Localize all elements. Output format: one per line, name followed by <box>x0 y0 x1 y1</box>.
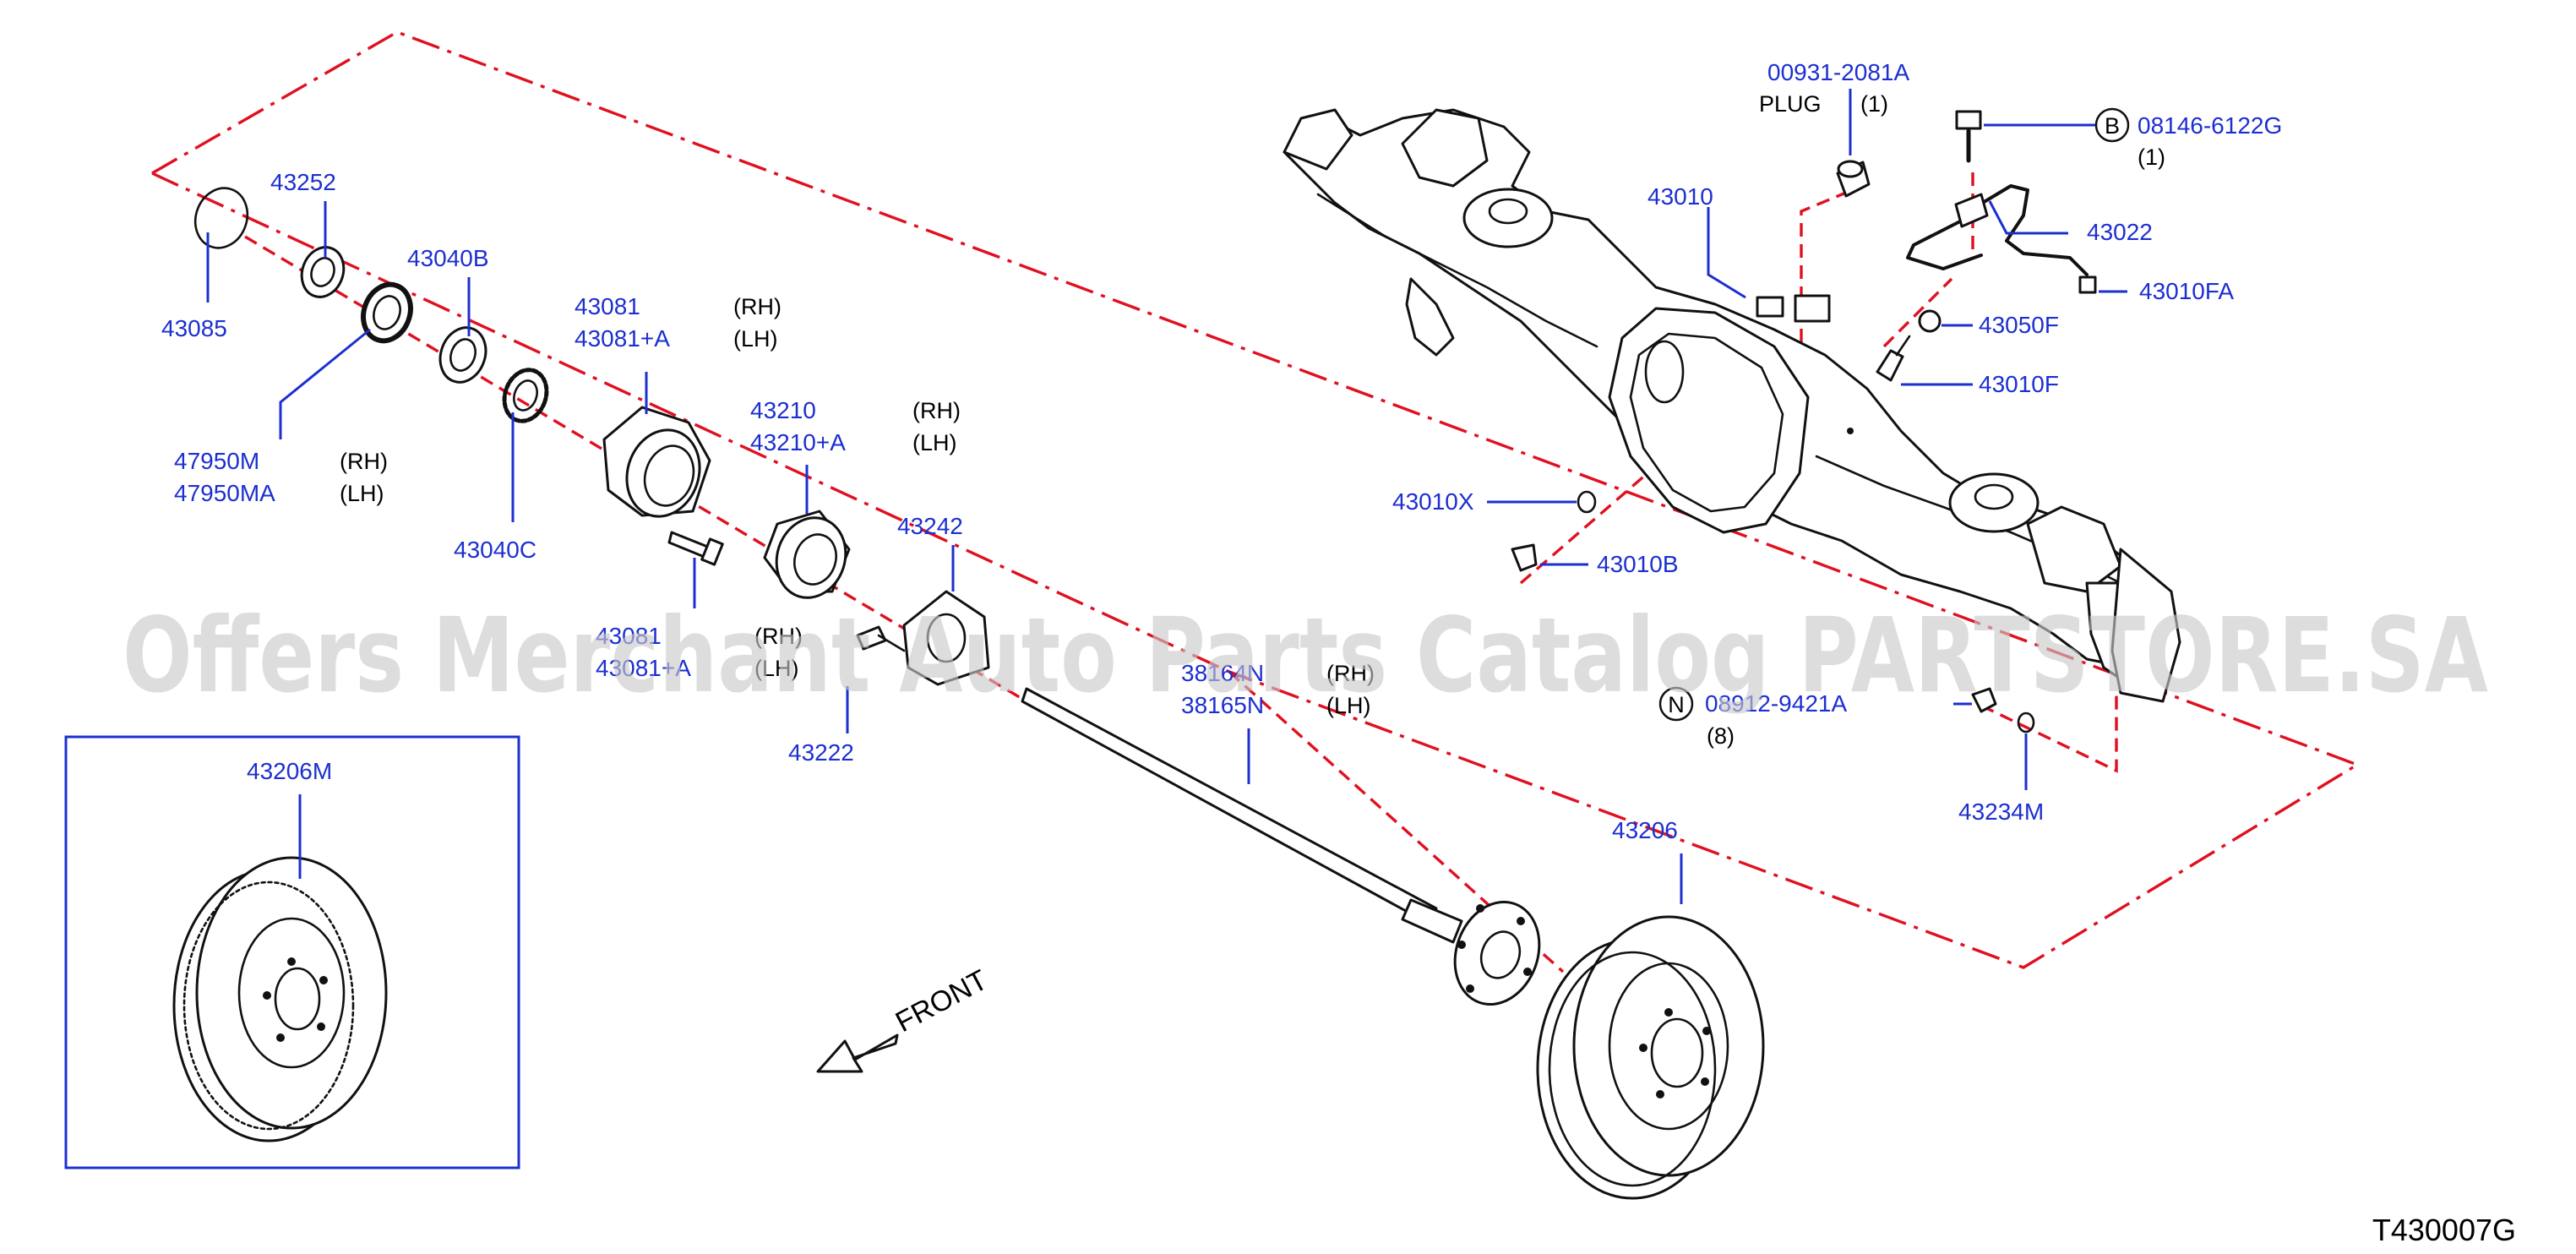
lock-washer-43040C <box>502 368 549 423</box>
bolt-43081-2 <box>667 531 724 566</box>
circle-b-letter: B <box>2105 113 2120 139</box>
assembly-boundary <box>151 30 2361 969</box>
label-43040B: 43040B <box>407 245 489 271</box>
watermark: Offers Merchant Auto Parts Catalog PARTS… <box>123 596 2488 716</box>
nut-08912 <box>1971 687 1997 713</box>
front-arrow-icon <box>816 1033 899 1073</box>
circle-b-symbol: B <box>2094 107 2130 143</box>
label-43081: 43081 <box>575 293 640 319</box>
label-08912-9421A: 08912-9421A <box>1705 690 1847 717</box>
label-43234M: 43234M <box>1958 799 2044 825</box>
label-43081-lh: (LH) <box>733 326 778 352</box>
label-43081-a: 43081+A <box>575 325 670 352</box>
label-43081-rh: (RH) <box>733 294 782 319</box>
label-43010B: 43010B <box>1597 551 1679 577</box>
oil-seal-47950M <box>361 281 413 344</box>
label-43010FA: 43010FA <box>2139 278 2234 304</box>
label-38164N-rh: (RH) <box>1326 661 1375 686</box>
plug-43010B <box>1511 543 1538 572</box>
label-43022: 43022 <box>2087 219 2153 245</box>
label-43210-lh: (LH) <box>912 430 957 455</box>
diagram-code: T430007G <box>2372 1213 2516 1247</box>
label-43252: 43252 <box>270 169 336 195</box>
bolt-43010FA <box>2078 275 2097 294</box>
label-47950MA: 47950MA <box>174 480 275 506</box>
label-47950M-rh: (RH) <box>340 449 388 474</box>
label-43210: 43210 <box>750 397 816 423</box>
leader-lines <box>206 89 2127 904</box>
label-08146-6122G: 08146-6122G <box>2138 112 2282 139</box>
label-38164N: 38164N <box>1181 660 1264 686</box>
washer-43010X <box>1577 490 1597 514</box>
circle-n-symbol: N <box>1658 686 1694 722</box>
breather-hose-43022 <box>1906 184 2089 276</box>
circle-n-letter: N <box>1668 692 1685 717</box>
bolt-43222 <box>856 625 906 652</box>
o-ring-43085 <box>193 187 249 249</box>
plug-00931 <box>1836 160 1871 198</box>
washer-43234M <box>2017 712 2035 733</box>
label-47950M: 47950M <box>174 448 259 474</box>
label-43222: 43222 <box>788 739 854 766</box>
inset-box <box>64 735 520 1169</box>
label-43242: 43242 <box>897 513 963 539</box>
label-43010X: 43010X <box>1392 488 1474 515</box>
bolt-43010F <box>1876 335 1911 382</box>
housing-43081 <box>602 406 711 518</box>
label-00931-2081A: 00931-2081A <box>1767 59 1909 85</box>
label-43081-bolt-rh: (RH) <box>754 624 803 649</box>
part-labels: 43085 43252 43040B 47950M 47950MA 43040C… <box>161 59 2282 843</box>
label-43010: 43010 <box>1647 183 1713 210</box>
side-labels: (RH) (LH) (RH) (LH) (RH) (LH) (RH) (LH) … <box>340 91 2165 749</box>
label-43040C: 43040C <box>454 537 536 563</box>
seal-43252 <box>300 246 346 298</box>
label-38165N-lh: (LH) <box>1326 693 1371 718</box>
label-plug: PLUG <box>1759 91 1822 117</box>
connector-43050F <box>1918 309 1942 333</box>
disc-rotor-43206M <box>172 856 388 1142</box>
label-38165N: 38165N <box>1181 692 1264 718</box>
bearing-43210 <box>763 510 851 599</box>
label-08912-qty: (8) <box>1707 723 1735 749</box>
label-43010F: 43010F <box>1979 371 2059 397</box>
bolt-08146 <box>1955 110 1982 163</box>
label-plug-qty: (1) <box>1860 91 1888 117</box>
label-43081-bolt-lh: (LH) <box>754 656 799 681</box>
plate-43242 <box>902 590 990 686</box>
label-43050F: 43050F <box>1979 312 2059 338</box>
label-08146-qty: (1) <box>2138 144 2165 170</box>
brake-drum-43206 <box>1536 915 1765 1200</box>
label-43206: 43206 <box>1612 817 1678 843</box>
label-43210-rh: (RH) <box>912 398 961 423</box>
axle-shaft-38164N <box>1021 687 1541 1006</box>
label-47950MA-lh: (LH) <box>340 481 384 506</box>
front-label: FRONT <box>890 964 993 1039</box>
label-43081-bolt: 43081 <box>596 623 662 649</box>
label-43085: 43085 <box>161 315 227 341</box>
axle-housing-43010 <box>1283 108 2181 703</box>
centerlines <box>244 165 2118 973</box>
label-43206M: 43206M <box>247 758 332 784</box>
spacer-43040B <box>438 326 487 384</box>
label-43210-a: 43210+A <box>750 429 846 455</box>
label-43081-bolt-a: 43081+A <box>596 655 691 681</box>
